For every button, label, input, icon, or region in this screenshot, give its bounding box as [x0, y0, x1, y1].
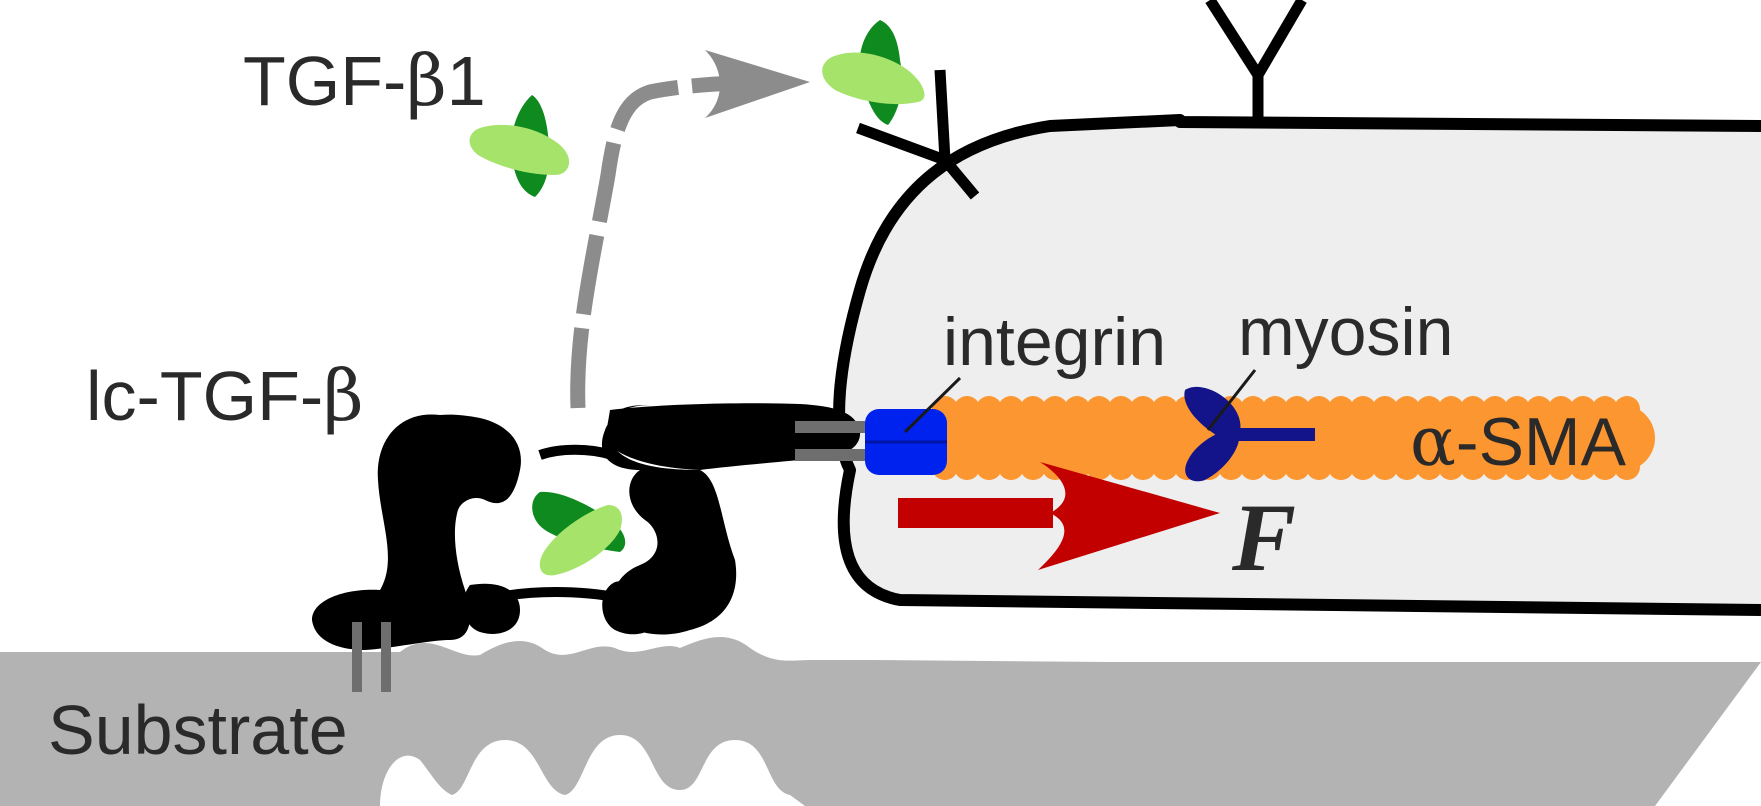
actin-bead [1284, 454, 1310, 480]
actin-bead [1284, 396, 1310, 422]
actin-bead [1504, 454, 1530, 480]
actin-bead [1438, 396, 1464, 422]
force-arrow [898, 462, 1220, 570]
actin-bead [976, 396, 1002, 422]
tgf-beta1-label: TGF-β1 [243, 40, 486, 122]
lap-right [601, 404, 737, 635]
actin-bead [1328, 396, 1354, 422]
lap-link-top [538, 444, 614, 460]
actin-bead [954, 454, 980, 480]
actin-bead [1306, 396, 1332, 422]
actin-bead [1108, 454, 1134, 480]
actin-bead [1020, 454, 1046, 480]
actin-bead [1372, 454, 1398, 480]
actin-bead [1240, 396, 1266, 422]
actin-bead [1152, 396, 1178, 422]
actin-bead [1064, 396, 1090, 422]
force-label: F [1231, 484, 1296, 591]
myosin-label: myosin [1238, 294, 1453, 370]
integrin-linker [795, 421, 865, 461]
latent-complex-label: lc-TGF-β [86, 355, 364, 437]
myosin-leader [1206, 369, 1257, 431]
actin-bead [1548, 396, 1574, 422]
substrate-surface [0, 637, 1761, 806]
substrate-label: Substrate [48, 691, 348, 769]
actin-bead [1416, 396, 1442, 422]
tgf-beta1-free [469, 95, 570, 197]
actin-bead [1130, 396, 1156, 422]
actin-bead [1394, 454, 1420, 480]
actin-bead [1130, 454, 1156, 480]
actin-bead [1262, 396, 1288, 422]
actin-bead [1086, 396, 1112, 422]
actin-bead [1350, 454, 1376, 480]
actin-bead [1240, 454, 1266, 480]
integrin [865, 409, 947, 475]
actin-bead [1548, 454, 1574, 480]
actin-bead [1394, 396, 1420, 422]
lap-lower-left [463, 583, 520, 634]
actin-bead [1482, 454, 1508, 480]
actin-bead [1614, 396, 1640, 422]
lap-left [312, 414, 521, 650]
actin-bead [1372, 396, 1398, 422]
lap-lower-right [602, 580, 663, 635]
actin-bead [1460, 454, 1486, 480]
actin-bead [1020, 396, 1046, 422]
substrate-bumps [380, 735, 805, 806]
receptor-top [1205, 0, 1307, 118]
actin-bead [1570, 454, 1596, 480]
actin-bead [998, 454, 1024, 480]
actin-bead [1042, 396, 1068, 422]
actin-bead [1592, 396, 1618, 422]
actin-bead [976, 454, 1002, 480]
actin-bead [1086, 454, 1112, 480]
actin-bead [1108, 396, 1134, 422]
latent-tgf-complex [312, 403, 861, 650]
actin-bead [1306, 454, 1332, 480]
actin-bead [1526, 454, 1552, 480]
actin-bead [1328, 454, 1354, 480]
actin-bead [998, 396, 1024, 422]
tgf-beta1-bound [822, 20, 925, 125]
actin-bead [954, 396, 980, 422]
actin-bead [1482, 396, 1508, 422]
alpha-sma-label: α-SMA [1410, 403, 1627, 482]
release-arrow [570, 50, 810, 409]
actin-bead [1438, 454, 1464, 480]
actin-bead [1460, 396, 1486, 422]
actin-bead [1614, 454, 1640, 480]
myosin [1184, 386, 1315, 482]
actin-bead [1350, 396, 1376, 422]
actin-bead [1416, 454, 1442, 480]
tgf-beta-latent [532, 491, 626, 576]
actin-bead [1262, 454, 1288, 480]
actin-bead [1592, 454, 1618, 480]
substrate-anchor [352, 622, 391, 692]
actin-bead [1504, 396, 1530, 422]
actin-bead [1526, 396, 1552, 422]
substrate [0, 637, 1761, 806]
tgf-receptor [856, 69, 980, 200]
actin-bead [1570, 396, 1596, 422]
integrin-label: integrin [943, 304, 1166, 380]
actin-bead [1152, 454, 1178, 480]
integrin-leader [903, 376, 962, 434]
